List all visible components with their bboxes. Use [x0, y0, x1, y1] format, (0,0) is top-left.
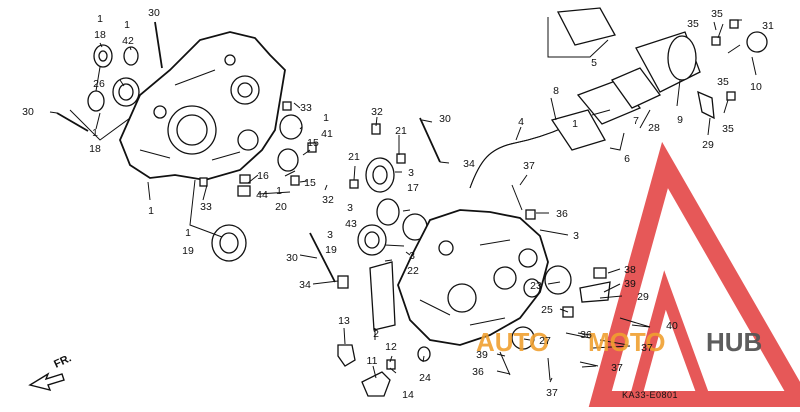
left-bearings — [87, 44, 317, 262]
callout-2: 2 — [373, 328, 379, 340]
callout-18: 18 — [89, 143, 101, 155]
callout-18: 18 — [94, 29, 106, 41]
callout-35: 35 — [687, 18, 699, 30]
callout-19: 19 — [325, 244, 337, 256]
callout-1: 1 — [97, 13, 103, 25]
gasket-plate — [369, 261, 396, 331]
callout-17: 17 — [407, 182, 419, 194]
callout-3: 3 — [573, 230, 579, 242]
callout-38: 38 — [624, 264, 636, 276]
callout-35: 35 — [711, 8, 723, 20]
callout-25: 25 — [541, 304, 553, 316]
watermark-logo — [588, 141, 800, 409]
callout-8: 8 — [553, 85, 559, 97]
callout-3: 3 — [347, 202, 353, 214]
callout-28: 28 — [648, 122, 660, 134]
callout-9: 9 — [677, 114, 683, 126]
callout-32: 32 — [371, 106, 383, 118]
callout-36: 36 — [580, 329, 592, 341]
callout-5: 5 — [591, 57, 597, 69]
callout-1: 1 — [323, 112, 329, 124]
callout-14: 14 — [402, 389, 414, 401]
callout-31: 31 — [762, 20, 774, 32]
callout-35: 35 — [722, 123, 734, 135]
callout-20: 20 — [275, 201, 287, 213]
callout-40: 40 — [666, 320, 678, 332]
callout-35: 35 — [717, 76, 729, 88]
callout-33: 33 — [300, 102, 312, 114]
callout-19: 19 — [182, 245, 194, 257]
callout-21: 21 — [395, 125, 407, 137]
watermark-text-moto: MOTO — [588, 327, 666, 357]
callout-43: 43 — [345, 218, 357, 230]
studs — [56, 21, 441, 283]
callout-1: 1 — [92, 127, 98, 139]
callout-34: 34 — [463, 158, 475, 170]
callout-36: 36 — [556, 208, 568, 220]
callout-11: 11 — [367, 355, 378, 367]
callout-27: 27 — [539, 335, 551, 347]
callout-36: 36 — [472, 366, 484, 378]
callout-32: 32 — [322, 194, 334, 206]
front-direction-indicator: FR. — [28, 352, 73, 392]
callout-3: 3 — [408, 167, 414, 179]
left-crankcase — [119, 31, 286, 181]
callout-23: 23 — [530, 280, 542, 292]
front-direction-label: FR. — [52, 352, 73, 370]
callout-37: 37 — [641, 342, 653, 354]
callout-1: 1 — [148, 205, 154, 217]
callout-labels: 1 18 1 42 30 26 30 1 18 33 1 41 15 16 44… — [22, 7, 774, 401]
callout-15: 15 — [307, 137, 319, 149]
watermark-text-hub: HUB — [706, 327, 762, 357]
leader-lines — [49, 17, 757, 383]
callout-3: 3 — [327, 229, 333, 241]
callout-24: 24 — [419, 372, 431, 384]
callout-42: 42 — [122, 35, 134, 47]
callout-13: 13 — [338, 315, 350, 327]
diagram-code: KA33-E0801 — [622, 390, 678, 400]
callout-30: 30 — [148, 7, 160, 19]
callout-44: 44 — [256, 189, 268, 201]
reed-valve-assembly — [550, 7, 768, 151]
callout-3: 3 — [409, 250, 415, 262]
watermark-text-auto: AUTO — [476, 327, 549, 357]
callout-1: 1 — [185, 227, 191, 239]
callout-37: 37 — [523, 160, 535, 172]
callout-12: 12 — [385, 341, 397, 353]
callout-39: 39 — [624, 278, 636, 290]
callout-4: 4 — [518, 116, 524, 128]
callout-29: 29 — [702, 139, 714, 151]
callout-30: 30 — [22, 106, 34, 118]
callout-39: 39 — [476, 349, 488, 361]
callout-15: 15 — [304, 177, 316, 189]
callout-30: 30 — [286, 252, 298, 264]
watermark-text: AUTO MOTO HUB — [476, 327, 762, 357]
callout-34: 34 — [299, 279, 311, 291]
callout-7: 7 — [633, 115, 639, 127]
right-bolts — [499, 19, 739, 381]
callout-29: 29 — [637, 291, 649, 303]
callout-30: 30 — [439, 113, 451, 125]
callout-1: 1 — [572, 118, 578, 130]
callout-26: 26 — [93, 78, 105, 90]
callout-22: 22 — [407, 265, 419, 277]
callout-37: 37 — [611, 362, 623, 374]
callout-33: 33 — [200, 201, 212, 213]
callout-37: 37 — [546, 387, 558, 399]
right-crankcase — [397, 209, 549, 346]
lower-brackets — [337, 344, 431, 397]
callout-6: 6 — [624, 153, 630, 165]
callout-41: 41 — [321, 128, 333, 140]
callout-1: 1 — [124, 19, 130, 31]
callout-16: 16 — [257, 170, 269, 182]
callout-21: 21 — [348, 151, 360, 163]
callout-10: 10 — [750, 81, 762, 93]
callout-1: 1 — [276, 185, 282, 197]
